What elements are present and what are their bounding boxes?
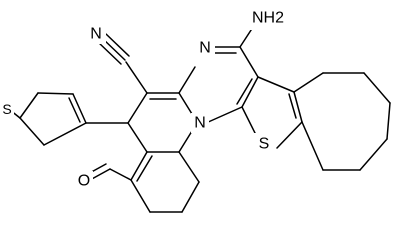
pyrimidine-bond-c-c2 [241,76,259,108]
pyrimidine-bond-c-c [239,46,259,78]
cycloheptane-bond-3 [363,72,391,104]
nitrile-nitrogen-label: N [90,26,102,43]
pendant-thiophene-bond-1-double [68,97,81,123]
pendant-thiophene-bond-3 [19,92,39,119]
nitrile-to-ring-bond [125,61,148,94]
atom-label-layer: N NH2 N N S S O [0,8,288,191]
ketone-oxygen-label: O [78,173,90,190]
pyrimidine-bond-c-c2-double [236,78,253,105]
thiophene-bond-c-c-double [288,93,297,119]
cyclohexanone-bond-1-double [136,155,153,182]
ketone-bond-a [89,168,111,181]
thiophene-bond-c-c [293,91,303,123]
cycloheptane-bond-1 [293,72,324,93]
cycloheptane-bond-5 [359,138,388,171]
thiophene-bond-c-c3 [257,76,295,93]
ring-bond-c6-c7 [127,122,148,153]
thiophene-bond-c-s [241,106,257,136]
ring-bond-c4a-n [178,92,193,115]
cycloheptane-bond-7 [301,121,324,171]
amino-group-label: NH2 [252,10,284,27]
cyclohexanone-bond-6 [178,151,200,183]
bridgehead-nitrogen-label: N [194,115,206,132]
cyclohexanone-bond-5 [181,181,200,213]
pendant-thiophene-bond-6 [43,122,87,146]
pendant-thiophene-bond-2 [37,92,74,95]
cyclohexanone-bond-3 [130,179,151,213]
ring-bond-c5-c6 [127,92,148,124]
imine-nitrogen-label: N [199,40,211,57]
cyclohexanone-bond-2 [109,168,132,181]
pendant-thiophene-sulfur-label: S [2,101,11,117]
pyrimidine-bond-c4a-n [178,66,196,94]
ring-bond-c8-n [178,130,193,153]
fused-thiophene-sulfur-label: S [259,136,270,153]
cyclohexanone-bond-1 [130,151,148,181]
nitrile-triple-bond-c [105,33,130,57]
cycloheptane-bond-4 [386,102,391,140]
pendant-thiophene-bond-5 [19,117,45,146]
bond-layer [4,23,391,213]
thiophene-bond-s-c [276,121,303,149]
pendant-thiophene-bond-1 [72,93,87,124]
pyrimidine-bond-c2-n [205,106,243,124]
chemical-structure-diagram: N NH2 N N S S O [0,8,391,213]
nitrile-triple-bond-b [97,41,122,65]
